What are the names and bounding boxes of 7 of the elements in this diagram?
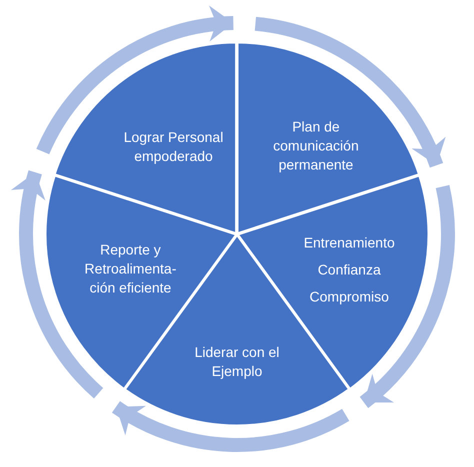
segment-label: Reporte y Retroalimenta-ción eficiente bbox=[84, 240, 178, 298]
segment-label: Compromiso bbox=[310, 288, 389, 307]
segment-label: Plan de comunicación permanente bbox=[272, 118, 360, 175]
segment-label: Confianza bbox=[318, 260, 381, 280]
segment-label: Entrenamiento bbox=[304, 234, 395, 253]
segment-label: Liderar con el Ejemplo bbox=[194, 343, 280, 381]
segment-label: Lograr Personal empoderado bbox=[122, 128, 224, 166]
